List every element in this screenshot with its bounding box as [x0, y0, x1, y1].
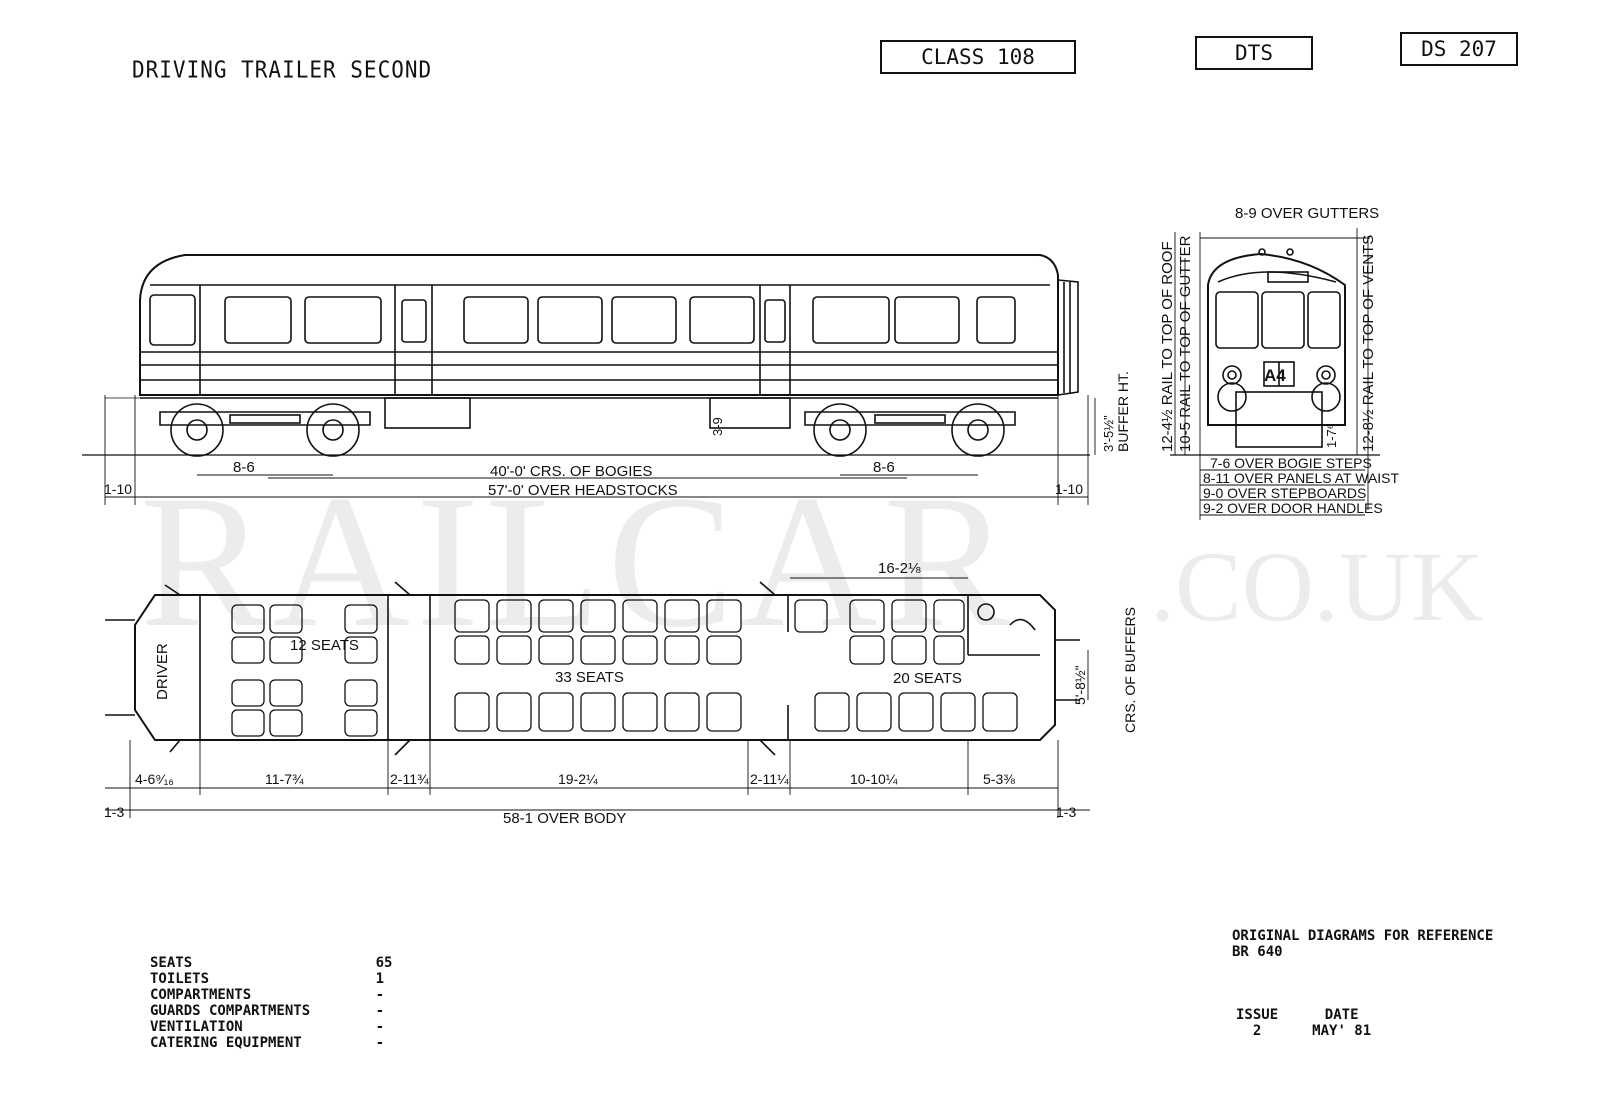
dim-step-height: 3-9	[710, 417, 725, 436]
spec-label: GUARDS COMPARTMENTS	[150, 1003, 311, 1019]
spec-value: 1	[375, 971, 384, 987]
spec-row: GUARDS COMPARTMENTS -	[150, 1003, 395, 1019]
side-windows	[224, 296, 1016, 344]
date-value: MAY' 81	[1312, 1023, 1372, 1039]
bogie-left	[159, 403, 371, 457]
specs-table: SEATS 65 TOILETS 1 COMPARTMENTS - GUARDS CO…	[150, 955, 395, 1051]
issue-block: ISSUE 2 DATE MAY' 81	[1236, 1007, 1371, 1039]
dim-rail-to-vents: 12-8½ RAIL TO TOP OF VENTS	[1360, 235, 1377, 452]
spec-label: CATERING EQUIPMENT	[150, 1035, 302, 1051]
plan-dim-buffers-label: CRS. OF BUFFERS	[1122, 607, 1138, 733]
issue-label: ISSUE	[1236, 1007, 1279, 1023]
issue-value: 2	[1252, 1023, 1262, 1039]
reference-line-2: BR 640	[1232, 944, 1283, 960]
dim-over-stepboards: 9-0 OVER STEPBOARDS	[1203, 485, 1366, 501]
plan-dim-seg-1: 4-6⁹⁄₁₆	[135, 771, 174, 787]
spec-value: -	[375, 1035, 384, 1051]
dim-bogie-wheelbase-left: 8-6	[233, 459, 255, 476]
spec-value: 65	[375, 955, 393, 971]
end-elevation	[1170, 228, 1380, 520]
dim-over-panels: 8-11 OVER PANELS AT WAIST	[1203, 470, 1400, 486]
spec-row: TOILETS 1	[150, 971, 395, 987]
dim-over-headstocks: 57'-0' OVER HEADSTOCKS	[488, 482, 678, 499]
dim-over-bogie-steps: 7-6 OVER BOGIE STEPS	[1210, 455, 1372, 471]
destination-indicator: A4	[1264, 366, 1286, 385]
plan-seats-rear: 20 SEATS	[893, 670, 962, 687]
plan-view	[105, 581, 1080, 756]
spec-row: SEATS 65	[150, 955, 395, 971]
bogie-right	[804, 403, 1016, 457]
dim-over-door-handles: 9-2 OVER DOOR HANDLES	[1203, 500, 1383, 516]
reference-note: ORIGINAL DIAGRAMS FOR REFERENCE BR 640	[1232, 928, 1493, 960]
spec-row: COMPARTMENTS -	[150, 987, 395, 1003]
spec-label: SEATS	[150, 955, 193, 971]
date-column: DATE MAY' 81	[1312, 1007, 1371, 1039]
plan-dim-seg-3: 2-11¾	[390, 771, 429, 787]
spec-label: COMPARTMENTS	[150, 987, 252, 1003]
type-box: DTS	[1195, 36, 1313, 70]
dim-bogie-wheelbase-right: 8-6	[873, 459, 895, 476]
diagram-number-box: DS 207	[1400, 32, 1518, 66]
reference-line-1: ORIGINAL DIAGRAMS FOR REFERENCE	[1232, 928, 1494, 944]
plan-dim-seg-6: 10-10¼	[850, 771, 898, 787]
spec-value: -	[375, 1003, 384, 1019]
drawing-title: DRIVING TRAILER SECOND	[132, 56, 433, 84]
spec-label: VENTILATION	[150, 1019, 243, 1035]
dim-buffer-height-value: 3'-5½"	[1101, 415, 1116, 452]
plan-seats-first: 12 SEATS	[290, 637, 359, 654]
plan-dim-end-left: 1-3	[104, 804, 124, 820]
plan-driver-label: DRIVER	[154, 643, 171, 700]
plan-dim-buffers-value: 5'-8½"	[1072, 665, 1088, 705]
date-label: DATE	[1324, 1007, 1359, 1023]
spec-value: -	[375, 1019, 384, 1035]
dim-overhang-left: 1-10	[104, 481, 132, 497]
class-box: CLASS 108	[880, 40, 1076, 74]
dim-small-end: 1-7⁶	[1324, 424, 1339, 448]
dim-rail-to-gutter: 10-5 RAIL TO TOP OF GUTTER	[1177, 235, 1194, 452]
plan-dim-seg-5: 2-11¼	[750, 771, 789, 787]
dim-bogie-centres: 40'-0' CRS. OF BOGIES	[490, 463, 652, 480]
plan-dimension-lines	[105, 577, 1090, 818]
plan-dim-seg-7: 5-3⅜	[983, 771, 1015, 787]
plan-dim-top: 16-2⅛	[878, 560, 921, 577]
spec-row: VENTILATION -	[150, 1019, 395, 1035]
plan-dim-seg-4: 19-2¼	[558, 771, 598, 787]
dim-over-gutters: 8-9 OVER GUTTERS	[1235, 205, 1379, 222]
dim-rail-to-roof: 12-4½ RAIL TO TOP OF ROOF	[1159, 241, 1176, 452]
plan-seats-middle: 33 SEATS	[555, 669, 624, 686]
spec-label: TOILETS	[150, 971, 210, 987]
seat-rows	[231, 599, 1018, 737]
plan-dim-over-body: 58-1 OVER BODY	[503, 810, 626, 827]
buffer-height-label-text: BUFFER HT.	[1115, 371, 1131, 452]
spec-value: -	[375, 987, 384, 1003]
plan-dim-seg-2: 11-7¾	[265, 771, 304, 787]
side-elevation	[82, 254, 1096, 505]
plan-dim-end-right: 1-3	[1056, 804, 1076, 820]
spec-row: CATERING EQUIPMENT -	[150, 1035, 395, 1051]
issue-column: ISSUE 2	[1236, 1007, 1278, 1039]
dim-overhang-right: 1-10	[1055, 481, 1083, 497]
watermark-suffix: .CO.UK	[1150, 531, 1483, 642]
